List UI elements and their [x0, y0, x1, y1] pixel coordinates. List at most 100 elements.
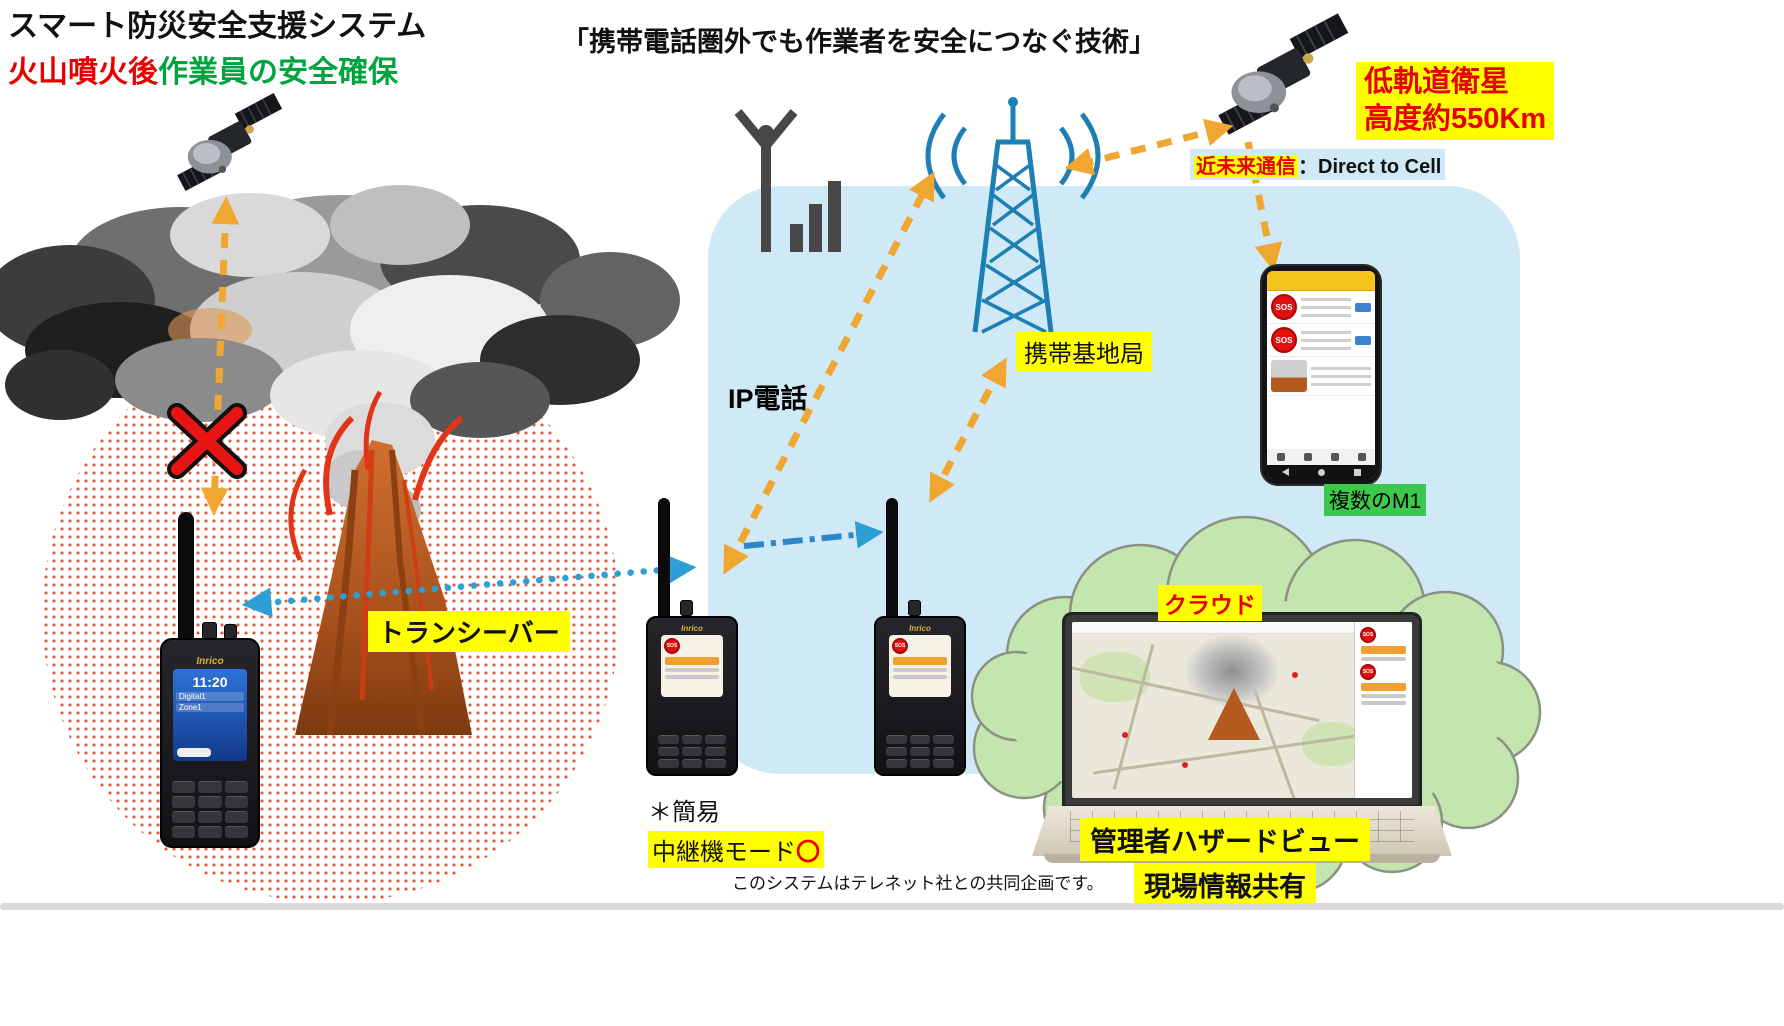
antenna: [658, 498, 670, 628]
satellite-left-icon: [163, 92, 296, 192]
sos-badge: SOS: [1271, 294, 1297, 320]
sos-alert-row: SOS: [1267, 324, 1375, 357]
smartphone-m1: SOS SOS: [1262, 266, 1380, 484]
map-marker: [1292, 672, 1298, 678]
brand-text: Inrico: [909, 624, 931, 633]
bottom-divider: [0, 903, 1784, 910]
transceiver-screen: SOS: [889, 635, 951, 697]
page-title: スマート防災安全支援システム 火山噴火後作業員の安全確保: [8, 4, 426, 96]
recents-icon[interactable]: [1353, 468, 1361, 476]
screen-row: [893, 668, 947, 672]
phone-screen: SOS SOS: [1267, 271, 1375, 479]
map-marker: [1122, 732, 1128, 738]
hazard-map-view: SOS SOS: [1072, 622, 1412, 798]
relay-line2: 中継機モード〇: [648, 831, 824, 868]
cloud-label: クラウド: [1158, 585, 1262, 621]
subtitle: 「携帯電話圏外でも作業者を安全につなぐ技術」: [562, 27, 1156, 57]
transceiver-body: Inrico SOS: [874, 616, 966, 776]
alert-row: [1361, 683, 1406, 691]
map-marker: [1182, 762, 1188, 768]
footer-note: このシステムはテレネット社との共同企画です。: [732, 874, 1104, 893]
no-signal-x-icon: [167, 403, 247, 479]
keypad: [886, 735, 954, 768]
sos-badge: SOS: [664, 638, 680, 654]
app-toolbar[interactable]: [1267, 449, 1375, 465]
map-green-area: [1302, 722, 1362, 766]
back-icon[interactable]: [1281, 468, 1289, 476]
sos-badge: SOS: [1271, 327, 1297, 353]
satellite-right-icon: [1201, 12, 1366, 136]
screen-row: [665, 668, 719, 672]
alert-row: [1361, 694, 1406, 698]
volcano-photo-thumbnail: [1271, 360, 1307, 392]
satellite-label-line1: 低軌道衛星: [1364, 66, 1510, 98]
photo-row: [1267, 357, 1375, 396]
map-alert-panel: SOS SOS: [1354, 622, 1412, 798]
reply-button[interactable]: [1355, 335, 1371, 345]
arrow-satellite-phone: [1244, 141, 1283, 272]
arrow-tower-transceiver: [929, 357, 1007, 503]
eruption-smoke-cloud: [0, 185, 680, 536]
hazard-view-label: 管理者ハザードビュー 現場情報共有: [1070, 818, 1380, 906]
title-line2-green: 作業員の安全確保: [158, 56, 398, 89]
relay-line1: ＊簡易: [648, 799, 720, 826]
satellite-label: 低軌道衛星 高度約550Km: [1356, 62, 1555, 140]
keypad: [172, 781, 248, 838]
alert-row: [1361, 657, 1406, 661]
volcano-cone: [288, 390, 472, 736]
map-volcano-cone: [1208, 688, 1260, 740]
pin-icon[interactable]: [1303, 453, 1312, 461]
sos-alert-row: SOS: [1267, 291, 1375, 324]
arrow-transceiver-antenna: [723, 171, 935, 575]
screen-tag: [177, 748, 211, 757]
transceiver-label: トランシーバー: [368, 611, 570, 652]
radio-tower-icon: [925, 97, 1101, 334]
satellite-label-line2: 高度約550Km: [1364, 103, 1547, 135]
transceiver-body: Inrico 11:20 Digital1 Zone1: [160, 638, 260, 848]
screen-row: [893, 675, 947, 679]
alert-row: [1361, 701, 1406, 705]
antenna: [178, 512, 194, 654]
title-line1: スマート防災安全支援システム: [8, 10, 427, 43]
transceiver-screen: 11:20 Digital1 Zone1: [173, 669, 247, 761]
keypad: [658, 735, 726, 768]
sos-badge: SOS: [1360, 627, 1376, 643]
screen-time: 11:20: [192, 674, 228, 690]
share-icon[interactable]: [1330, 453, 1339, 461]
alert-text-lines: [1311, 366, 1371, 386]
direct-to-cell-rest: ：Direct to Cell: [1298, 156, 1442, 178]
relay-mode-label: ＊簡易 中継機モード〇: [648, 792, 824, 868]
volume-knob: [680, 600, 693, 616]
arrow-relay-link-dashdot: [743, 521, 884, 549]
sos-badge: SOS: [892, 638, 908, 654]
screen-row: Zone1: [176, 703, 244, 712]
grid-icon[interactable]: [1276, 453, 1285, 461]
app-header: [1267, 271, 1375, 291]
title-line2: 火山噴火後作業員の安全確保: [8, 50, 426, 96]
brand-text: Inrico: [196, 656, 224, 667]
hazard-line2: 現場情報共有: [1134, 863, 1316, 906]
android-nav-bar[interactable]: [1267, 465, 1375, 479]
home-icon[interactable]: [1317, 468, 1325, 476]
reply-button[interactable]: [1355, 302, 1371, 312]
sos-badge: SOS: [1360, 664, 1376, 680]
transceiver-left: Inrico 11:20 Digital1 Zone1: [160, 512, 262, 848]
screen-row: [665, 675, 719, 679]
title-line2-red: 火山噴火後: [8, 56, 158, 89]
direct-to-cell-label: 近未来通信：Direct to Cell: [1190, 149, 1446, 180]
laptop-screen: SOS SOS: [1062, 612, 1422, 808]
base-station-label: 携帯基地局: [1016, 332, 1152, 371]
map-toolbar: [1072, 622, 1412, 634]
screen-row: Digital1: [176, 692, 244, 701]
direct-to-cell-highlight: 近未来通信: [1194, 156, 1298, 178]
settings-icon[interactable]: [1357, 453, 1366, 461]
transceiver-screen: SOS: [661, 635, 723, 697]
multiple-m1-label: 複数のM1: [1324, 484, 1427, 516]
hazard-line1: 管理者ハザードビュー: [1080, 818, 1370, 861]
screen-row: [893, 657, 947, 665]
alert-row: [1361, 646, 1406, 654]
volume-knob: [908, 600, 921, 616]
brand-text: Inrico: [681, 624, 703, 633]
alert-text-lines: [1301, 330, 1351, 350]
